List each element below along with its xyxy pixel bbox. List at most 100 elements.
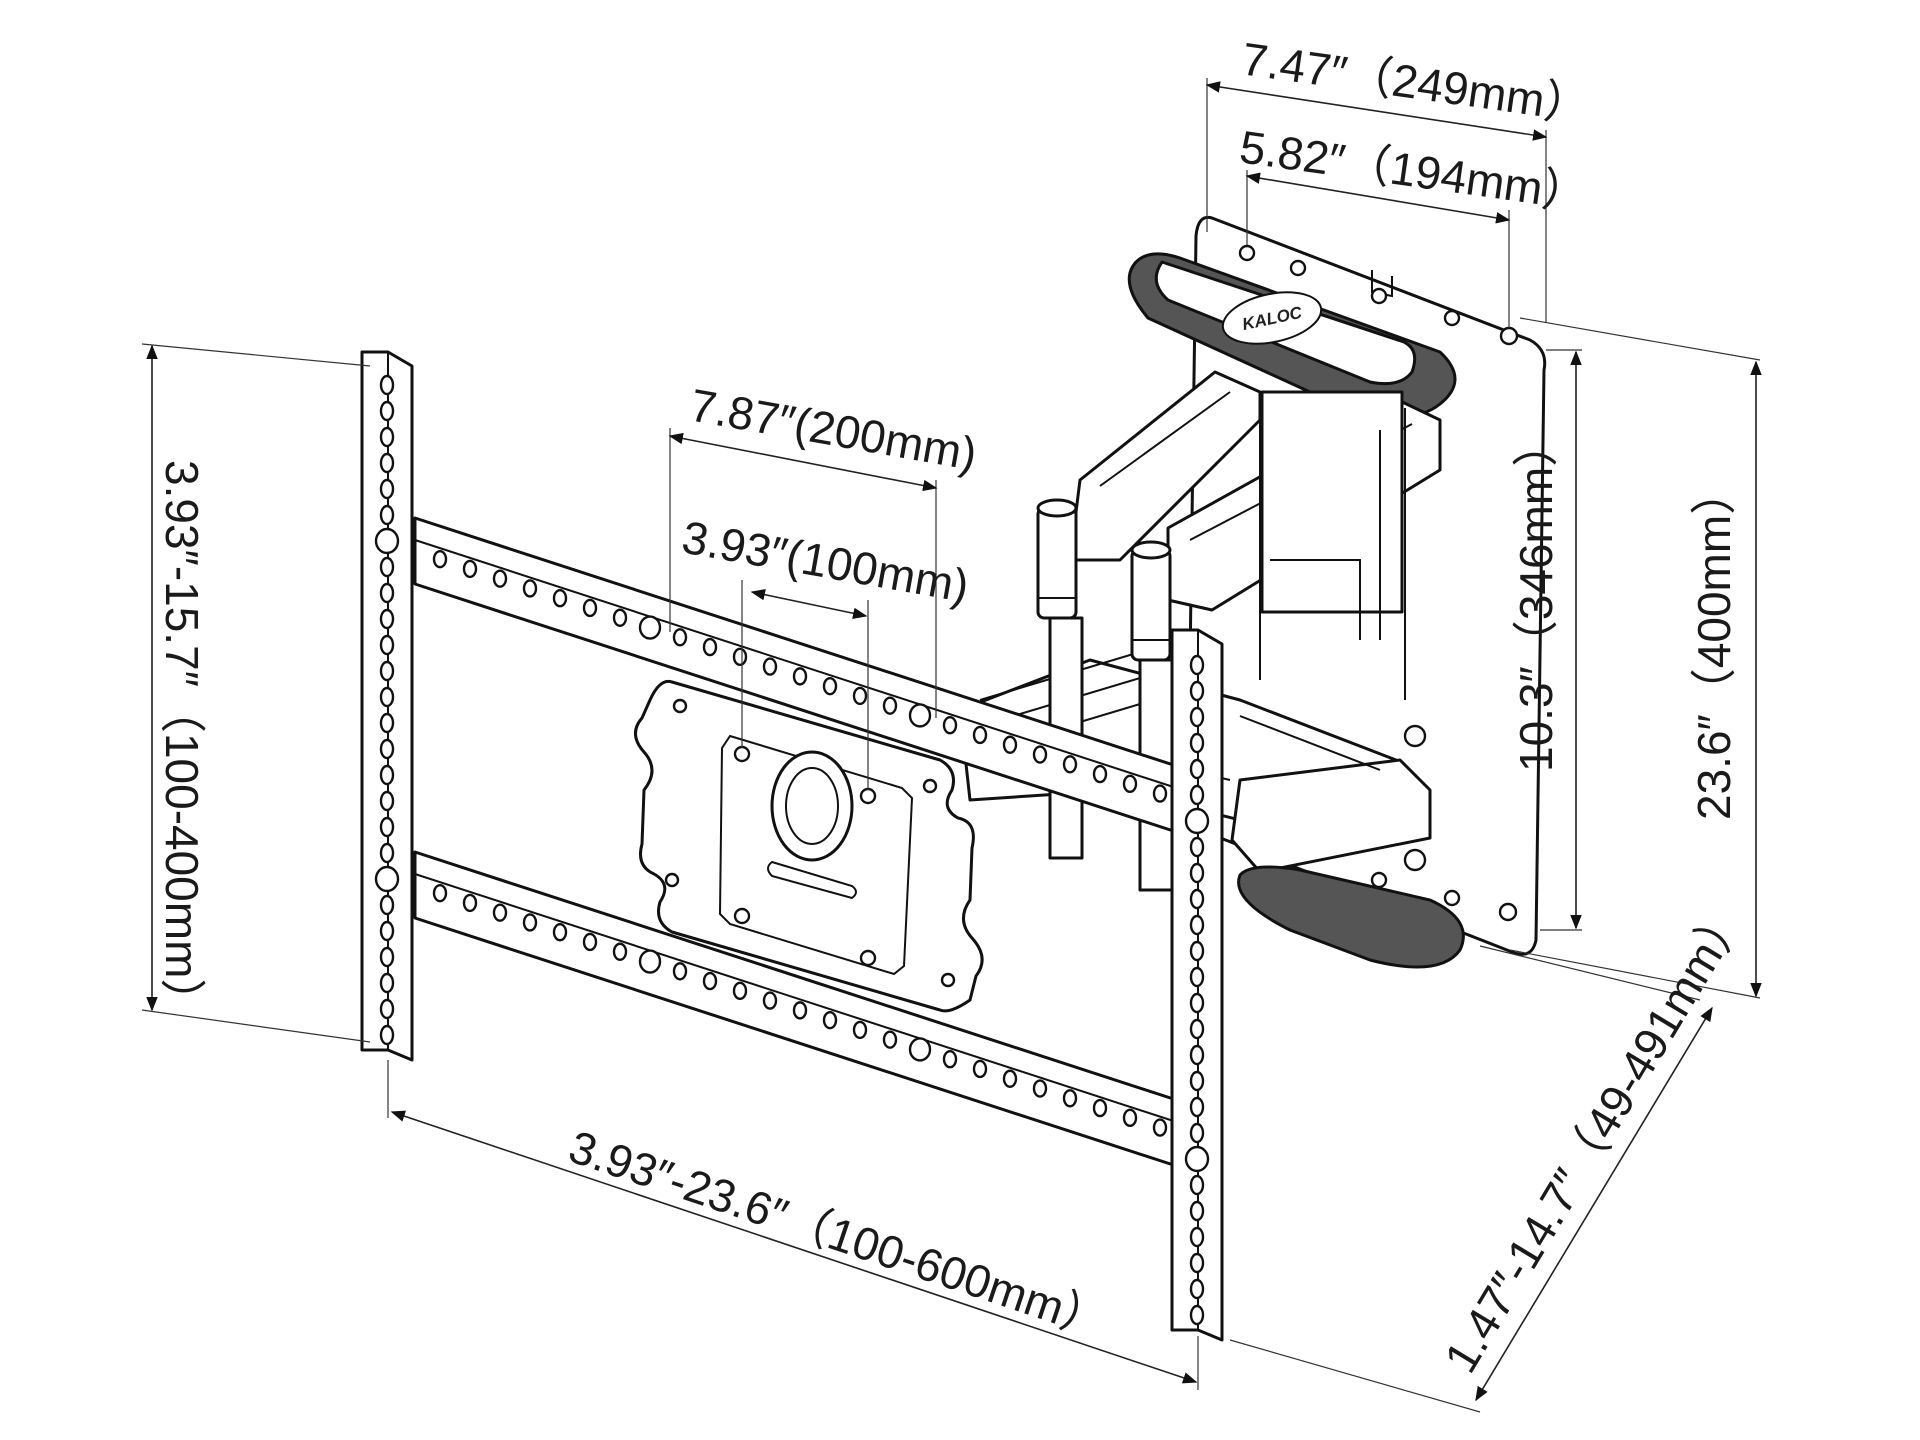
rail-hole bbox=[1122, 774, 1138, 794]
rail-hole bbox=[432, 549, 448, 569]
rail-hole bbox=[379, 634, 395, 656]
rail-hole bbox=[379, 738, 395, 760]
rail-hole bbox=[492, 569, 508, 588]
label-center-plate-hole-spacing: 3.93″(100mm) bbox=[678, 511, 972, 613]
rail-hole bbox=[852, 686, 868, 706]
rail-hole bbox=[612, 942, 628, 961]
rail-hole bbox=[379, 556, 395, 578]
rail-hole bbox=[672, 628, 688, 647]
wall-plate-hole bbox=[1370, 287, 1388, 305]
rail-hole bbox=[379, 582, 395, 604]
rail-hole bbox=[942, 716, 958, 735]
rail-hole bbox=[552, 923, 568, 942]
rail-hole bbox=[1189, 1278, 1205, 1300]
rail-hole bbox=[1062, 755, 1078, 774]
rail-hole bbox=[792, 1001, 808, 1020]
rail-hole bbox=[972, 725, 988, 745]
rail-hole bbox=[1032, 745, 1048, 764]
rail-hole bbox=[612, 608, 628, 627]
rail-hole bbox=[379, 1024, 395, 1046]
rail-hole bbox=[852, 1020, 868, 1040]
rail-hole bbox=[432, 883, 448, 903]
rail-bolt bbox=[638, 615, 662, 640]
rail-hole bbox=[942, 1050, 958, 1069]
rail-hole bbox=[379, 426, 395, 448]
rail-hole bbox=[379, 686, 395, 708]
rail-hole bbox=[1092, 1098, 1108, 1118]
rail-hole bbox=[972, 1059, 988, 1079]
rail-hole bbox=[379, 816, 395, 838]
rail-hole bbox=[1189, 706, 1205, 728]
rail-hole bbox=[1189, 888, 1205, 910]
rail-hole bbox=[1189, 940, 1205, 962]
rail-hole bbox=[582, 932, 598, 952]
rail-hole bbox=[379, 972, 395, 994]
rail-hole bbox=[1189, 992, 1205, 1014]
rail-hole bbox=[1152, 784, 1168, 803]
label-wall-plate-hole-height: 10.3″（346mm） bbox=[1510, 421, 1562, 772]
label-total-height: 23.6″（400mm） bbox=[1688, 469, 1740, 820]
rail-hole bbox=[792, 667, 808, 686]
rail-hole bbox=[1122, 1108, 1138, 1128]
rail-hole bbox=[762, 657, 778, 676]
rail-hole bbox=[379, 894, 395, 916]
wall-plate-hole bbox=[1443, 309, 1461, 327]
rail-bolt bbox=[908, 1037, 932, 1062]
wall-plate-hole bbox=[1443, 889, 1461, 907]
rail-hole bbox=[379, 764, 395, 786]
wall-plate-hole bbox=[1289, 259, 1307, 277]
rail-hole bbox=[552, 589, 568, 608]
wall-plate-hole bbox=[1498, 902, 1518, 922]
rail-hole bbox=[1189, 1096, 1205, 1118]
rail-hole bbox=[1189, 1304, 1205, 1326]
rail-hole bbox=[882, 696, 898, 715]
rail-hole bbox=[1062, 1089, 1078, 1108]
logo-badge bbox=[1221, 291, 1323, 345]
rail-hole bbox=[379, 660, 395, 682]
rail-hole bbox=[1189, 1226, 1205, 1248]
rail-hole bbox=[1189, 784, 1205, 806]
rail-hole bbox=[1189, 836, 1205, 858]
label-vertical-rail-range: 3.93″-15.7″（100-400mm） bbox=[156, 460, 208, 1024]
label-center-plate-width: 7.87″(200mm) bbox=[686, 379, 980, 481]
articulating-arm-assembly: KALOC bbox=[958, 215, 1547, 969]
rail-hole bbox=[379, 608, 395, 630]
rail-hole bbox=[1189, 1122, 1205, 1144]
pivot-bolt bbox=[1403, 848, 1427, 872]
rail-hole bbox=[379, 790, 395, 812]
rail-hole bbox=[1189, 732, 1205, 754]
rail-hole bbox=[522, 579, 538, 598]
rail-hole bbox=[522, 913, 538, 932]
rail-hole bbox=[822, 1010, 838, 1030]
rail-hole bbox=[379, 452, 395, 474]
label-horizontal-arm-range: 3.93″-23.6″（100-600mm） bbox=[563, 1120, 1115, 1348]
rail-bolt bbox=[374, 865, 400, 893]
rail-hole bbox=[379, 374, 395, 396]
rail-hole bbox=[1189, 1252, 1205, 1274]
rail-hole bbox=[732, 647, 748, 667]
rail-hole bbox=[379, 920, 395, 942]
rail-hole bbox=[1189, 654, 1205, 676]
rail-hole bbox=[1189, 1070, 1205, 1092]
rail-hole bbox=[732, 981, 748, 1001]
hinge-barrel bbox=[1036, 506, 1078, 620]
center-adapter-plate bbox=[634, 679, 984, 1013]
rail-hole bbox=[379, 946, 395, 968]
rail-hole bbox=[1189, 680, 1205, 702]
rail-hole bbox=[762, 991, 778, 1010]
rail-hole bbox=[1189, 1174, 1205, 1196]
rail-hole bbox=[379, 478, 395, 500]
wall-plate-hole bbox=[1238, 244, 1256, 262]
rail-bolt bbox=[1184, 1145, 1210, 1173]
rail-hole bbox=[702, 971, 718, 991]
rail-hole bbox=[702, 637, 718, 657]
rail-hole bbox=[1189, 1044, 1205, 1066]
rail-hole bbox=[379, 504, 395, 526]
rail-hole bbox=[1032, 1079, 1048, 1098]
rail-hole bbox=[1189, 1200, 1205, 1222]
rail-hole bbox=[672, 962, 688, 981]
rail-bolt bbox=[374, 527, 400, 555]
rail-hole bbox=[379, 400, 395, 422]
wall-plate-hole bbox=[1499, 326, 1519, 346]
